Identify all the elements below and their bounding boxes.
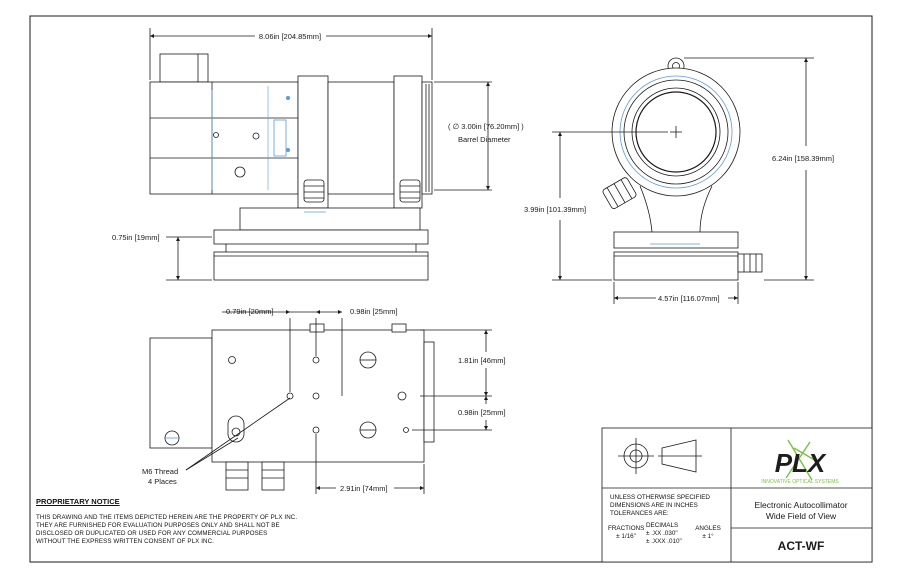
dimension-hole-to-end	[315, 434, 425, 494]
overall-height-label: 6.24in [158.39mm]	[772, 154, 834, 163]
proprietary-notice: PROPRIETARY NOTICE THIS DRAWING AND THE …	[36, 497, 298, 546]
decimals-xx: ± .XX .030"	[646, 530, 678, 538]
decimals-label: DECIMALS	[646, 522, 679, 529]
fractions-value: ± 1/16"	[616, 533, 636, 541]
fractions-label: FRACTIONS	[608, 525, 645, 532]
barrel-diameter-label: ( ∅ 3.00in [76.20mm] )	[448, 122, 524, 131]
thread-note-line1: M6 Thread	[142, 467, 178, 476]
dimension-base-width	[613, 282, 739, 304]
hole-spacing-x-label: 0.98in [25mm]	[350, 307, 398, 316]
hole-to-end-label: 2.91in [74mm]	[340, 484, 388, 493]
overall-length-label: 8.06in [204.85mm]	[259, 32, 321, 41]
dimension-base-height	[166, 236, 212, 281]
angles-label: ANGLES	[695, 525, 721, 532]
thread-note-line2: 4 Places	[148, 477, 177, 486]
hole-spacing-y1-label: 1.81in [46mm]	[458, 356, 506, 365]
side-view	[149, 53, 433, 281]
top-view	[149, 323, 435, 491]
decimals-xxx: ± .XXX .010"	[646, 538, 682, 546]
dimension-overall-height	[684, 57, 814, 281]
angles-value: ± 1°	[702, 533, 714, 541]
base-width-label: 4.57in [116.07mm]	[658, 294, 720, 303]
dimension-overall-length	[149, 28, 433, 80]
decimals-tolerance: DECIMALS ± .XX .030" ± .XXX .010"	[646, 522, 690, 547]
barrel-diameter-caption: Barrel Diameter	[458, 135, 511, 144]
logo-tagline: INNOVATIVE OPTICAL SYSTEMS	[761, 479, 839, 485]
dimension-axis-height	[552, 131, 668, 281]
tolerance-line1: UNLESS OTHERWISE SPECIFIED	[610, 494, 710, 501]
tolerance-header: UNLESS OTHERWISE SPECIFIED DIMENSIONS AR…	[610, 494, 728, 519]
front-view	[602, 57, 763, 281]
part-number: ACT-WF	[778, 539, 825, 553]
title-block	[601, 427, 873, 563]
product-name-line1: Electronic Autocollimator	[754, 500, 847, 510]
thread-leader	[185, 397, 291, 471]
dimension-hole-spacing-x	[316, 310, 343, 396]
dimension-hole-spacing-y	[412, 329, 492, 431]
angles-tolerance: ANGLES ± 1°	[690, 525, 726, 541]
hole-spacing-y2-label: 0.98in [25mm]	[458, 408, 506, 417]
logo-text: PLX	[775, 448, 827, 478]
proprietary-notice-title: PROPRIETARY NOTICE	[36, 497, 120, 506]
tolerance-line3: TOLERANCES ARE:	[610, 510, 669, 518]
product-name-line2: Wide Field of View	[766, 511, 837, 521]
hole-offset-label: 0.79in [20mm]	[226, 307, 274, 316]
dimension-barrel-diameter	[434, 81, 492, 191]
proprietary-notice-body: THIS DRAWING AND THE ITEMS DEPICTED HERE…	[36, 514, 298, 546]
tolerance-line2: DIMENSIONS ARE IN INCHES	[610, 502, 698, 510]
fractions-tolerance: FRACTIONS ± 1/16"	[608, 525, 644, 541]
dimension-hole-offset	[222, 310, 317, 392]
axis-height-label: 3.99in [101.39mm]	[524, 205, 586, 214]
base-height-label: 0.75in [19mm]	[112, 233, 160, 242]
sheet-border	[29, 15, 873, 563]
